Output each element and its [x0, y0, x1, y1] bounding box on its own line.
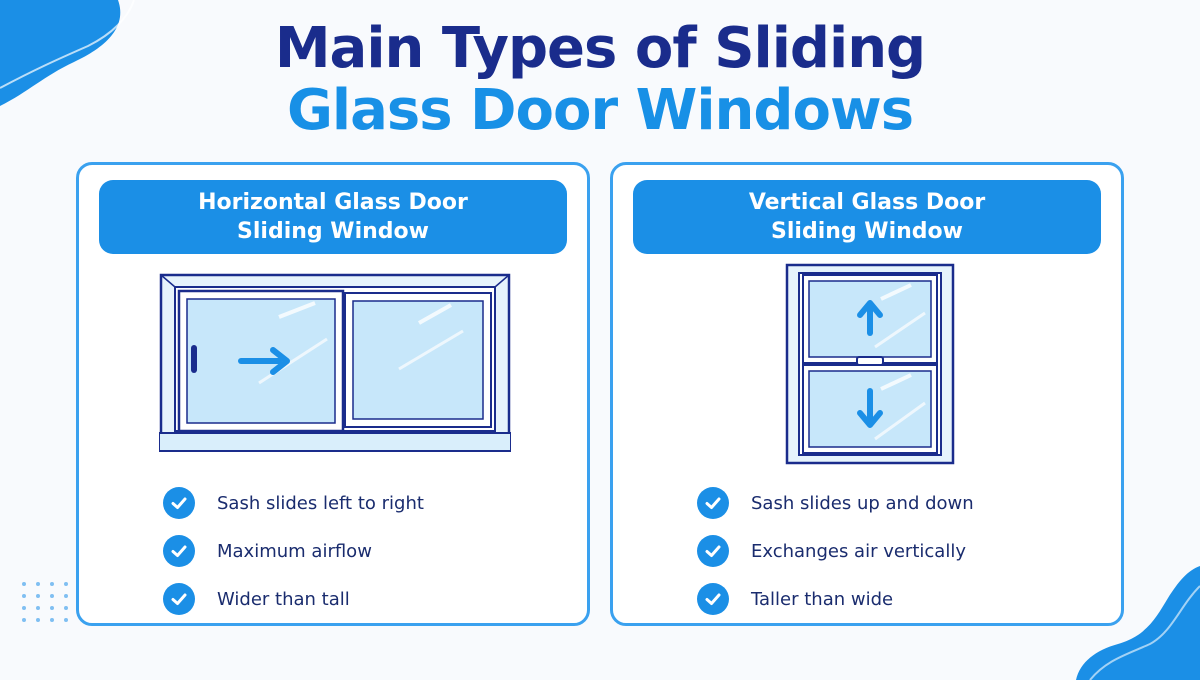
- horizontal-sliding-window-icon: [159, 273, 511, 452]
- list-item: Taller than wide: [697, 575, 974, 623]
- top-left-blob-decoration: [0, 0, 135, 106]
- list-item: Sash slides up and down: [697, 479, 974, 527]
- feature-text: Sash slides up and down: [751, 492, 974, 514]
- feature-text: Wider than tall: [217, 588, 350, 610]
- page-title: Main Types of Sliding Glass Door Windows: [0, 18, 1200, 142]
- feature-text: Taller than wide: [751, 588, 894, 610]
- dot-grid-decoration: [22, 582, 70, 622]
- checkmark-icon: [163, 583, 195, 615]
- checkmark-icon: [697, 583, 729, 615]
- list-item: Exchanges air vertically: [697, 527, 974, 575]
- feature-text: Maximum airflow: [217, 540, 372, 562]
- title-line-2: Glass Door Windows: [286, 78, 914, 143]
- list-item: Sash slides left to right: [163, 479, 424, 527]
- vertical-feature-list: Sash slides up and down Exchanges air ve…: [697, 479, 974, 623]
- feature-text: Exchanges air vertically: [751, 540, 966, 562]
- vertical-sliding-window-icon: [785, 263, 955, 465]
- feature-text: Sash slides left to right: [217, 492, 424, 514]
- vertical-card-title: Vertical Glass Door Sliding Window: [748, 190, 986, 244]
- checkmark-icon: [697, 487, 729, 519]
- horizontal-card-title: Horizontal Glass Door Sliding Window: [198, 190, 468, 244]
- horizontal-window-card: Horizontal Glass Door Sliding Window Sas…: [76, 162, 590, 626]
- checkmark-icon: [697, 535, 729, 567]
- vertical-card-header: Vertical Glass Door Sliding Window: [633, 180, 1101, 254]
- title-line-1: Main Types of Sliding: [274, 16, 926, 81]
- checkmark-icon: [163, 487, 195, 519]
- horizontal-feature-list: Sash slides left to right Maximum airflo…: [163, 479, 424, 623]
- list-item: Maximum airflow: [163, 527, 424, 575]
- checkmark-icon: [163, 535, 195, 567]
- vertical-window-card: Vertical Glass Door Sliding Window Sash …: [610, 162, 1124, 626]
- horizontal-card-header: Horizontal Glass Door Sliding Window: [99, 180, 567, 254]
- bottom-right-blob-decoration: [1076, 566, 1200, 680]
- list-item: Wider than tall: [163, 575, 424, 623]
